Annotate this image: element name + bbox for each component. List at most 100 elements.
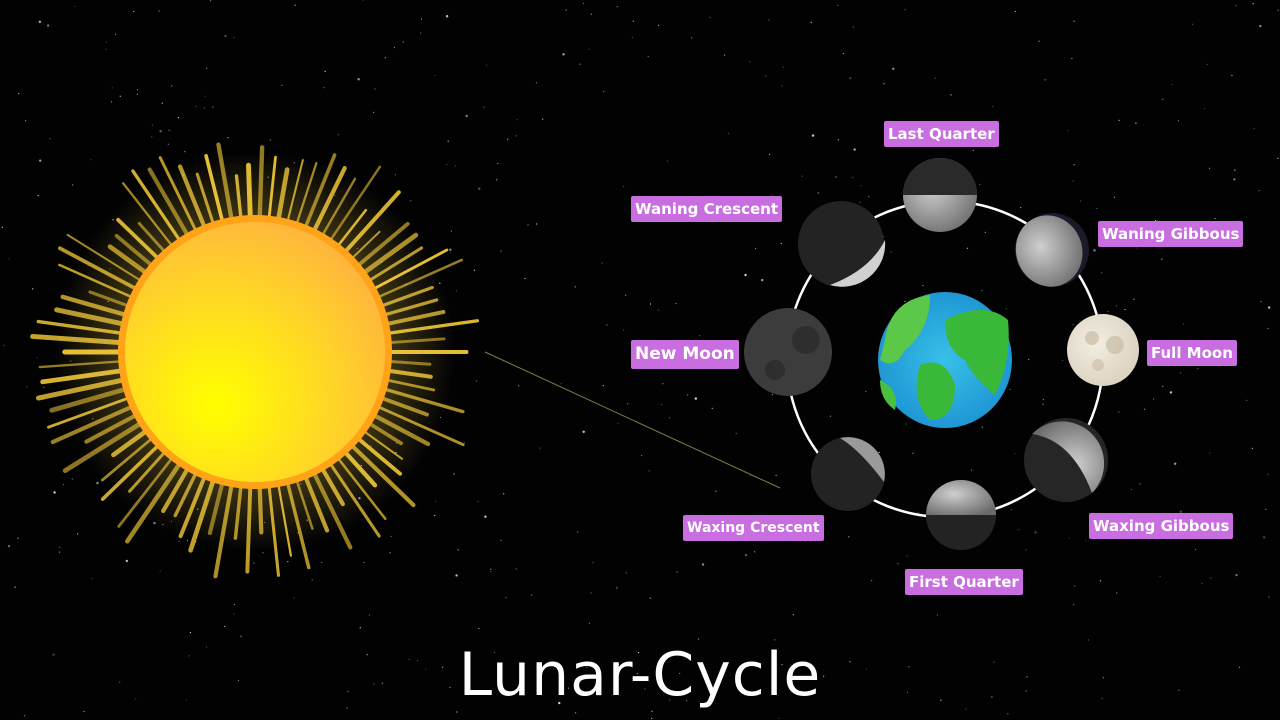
star <box>1025 549 1027 551</box>
star <box>442 666 444 668</box>
star <box>1277 157 1279 159</box>
star <box>24 120 27 122</box>
star <box>852 26 854 28</box>
star <box>979 183 981 185</box>
star <box>1087 639 1090 641</box>
star <box>294 4 296 6</box>
star <box>37 195 39 197</box>
star <box>1102 677 1104 679</box>
star <box>136 93 138 96</box>
star <box>96 481 99 485</box>
star <box>1005 308 1007 310</box>
star <box>1025 690 1027 692</box>
star <box>1116 305 1118 307</box>
star <box>1038 40 1040 42</box>
star <box>233 36 235 39</box>
star <box>1182 323 1185 325</box>
star <box>780 242 782 244</box>
star <box>603 90 605 93</box>
star <box>484 515 487 518</box>
star <box>592 562 594 564</box>
star <box>1177 120 1180 122</box>
star <box>658 309 660 311</box>
star <box>853 148 856 151</box>
star <box>775 474 777 476</box>
star <box>1210 577 1212 579</box>
star <box>185 699 188 701</box>
star <box>1020 207 1022 209</box>
star <box>262 552 264 554</box>
star <box>363 561 365 564</box>
star <box>649 597 651 599</box>
star <box>233 613 235 615</box>
star <box>981 290 983 292</box>
star <box>650 717 653 719</box>
star <box>647 55 649 58</box>
star <box>456 711 458 713</box>
star <box>240 635 242 637</box>
star <box>727 132 730 134</box>
star <box>649 303 652 305</box>
star <box>842 52 844 55</box>
star <box>237 679 240 682</box>
star <box>562 53 565 56</box>
star <box>233 603 236 606</box>
star <box>823 675 825 677</box>
star <box>1113 196 1116 198</box>
star <box>1259 24 1262 28</box>
star <box>384 57 386 59</box>
star <box>774 639 776 641</box>
star <box>574 286 576 288</box>
star <box>478 187 481 190</box>
star <box>71 478 73 480</box>
star <box>992 105 994 108</box>
star <box>357 78 360 81</box>
star <box>1073 604 1075 606</box>
star <box>1018 529 1020 531</box>
star <box>374 88 376 90</box>
star <box>1143 408 1146 410</box>
star <box>972 149 974 151</box>
star <box>473 269 476 271</box>
star <box>1197 368 1199 370</box>
star <box>1203 108 1206 110</box>
star <box>906 555 908 557</box>
star <box>1235 4 1237 7</box>
star <box>205 646 208 648</box>
star <box>601 262 603 264</box>
star <box>465 114 468 118</box>
star <box>531 594 533 596</box>
star <box>782 66 784 68</box>
star <box>644 688 646 690</box>
star <box>74 5 76 7</box>
star <box>114 33 117 35</box>
star <box>1118 411 1120 413</box>
star <box>151 136 153 138</box>
star <box>420 32 422 34</box>
label-waning-crescent: Waning Crescent <box>631 196 783 222</box>
star <box>852 176 854 179</box>
star <box>912 452 914 454</box>
label-waxing-crescent: Waxing Crescent <box>683 515 824 541</box>
star <box>503 493 505 495</box>
star <box>184 151 186 153</box>
star <box>1072 323 1074 326</box>
star <box>1246 399 1248 401</box>
star <box>560 382 562 384</box>
star <box>59 546 61 549</box>
star <box>801 175 803 177</box>
star <box>90 159 92 161</box>
star <box>829 415 832 417</box>
star <box>1265 508 1267 510</box>
star <box>965 708 967 710</box>
star <box>754 247 757 250</box>
star <box>768 19 770 21</box>
star <box>1277 9 1279 11</box>
star <box>781 663 783 666</box>
star <box>362 0 364 1</box>
star <box>62 483 65 486</box>
star <box>167 143 169 145</box>
star <box>558 701 561 705</box>
star <box>447 140 449 142</box>
star <box>617 422 619 424</box>
